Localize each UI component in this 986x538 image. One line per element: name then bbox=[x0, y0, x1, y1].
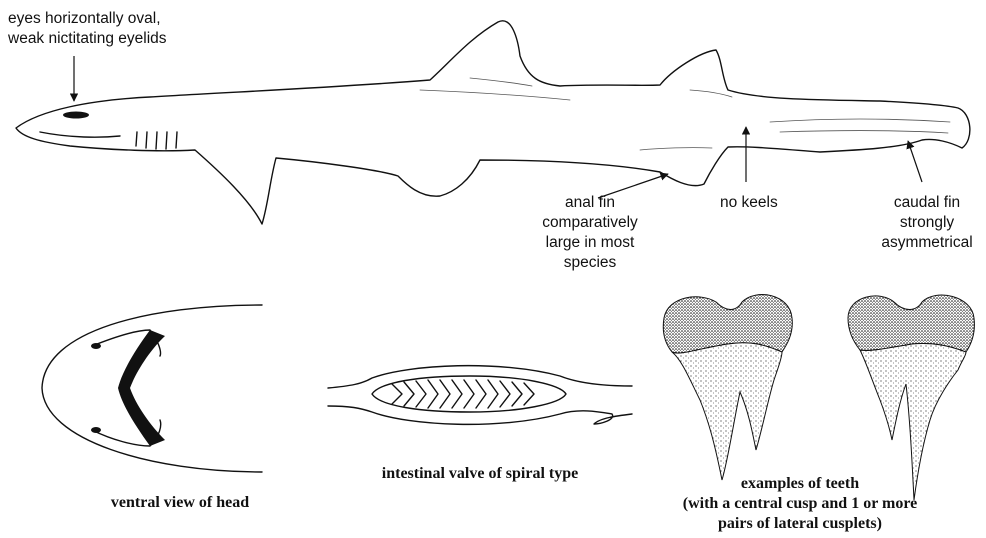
anal-fin-detail bbox=[640, 148, 712, 150]
eye-shape bbox=[63, 112, 89, 119]
eyes-annotation-line-1: eyes horizontally oval, bbox=[8, 9, 167, 29]
teeth-caption-line-2: (with a central cusp and 1 or more bbox=[620, 494, 980, 514]
no-keels-annotation: no keels bbox=[720, 193, 778, 213]
tooth-right-crown bbox=[848, 295, 974, 352]
teeth-caption: examples of teeth (with a central cusp a… bbox=[620, 474, 980, 534]
tooth-left bbox=[663, 295, 792, 480]
tooth-right bbox=[848, 295, 974, 500]
teeth-caption-line-3: pairs of lateral cusplets) bbox=[620, 514, 980, 534]
caudal-fin-annotation-line-3: asymmetrical bbox=[872, 233, 982, 253]
gill-slits bbox=[136, 132, 177, 149]
valve-outer-bottom bbox=[328, 406, 632, 424]
spiral-chevrons bbox=[392, 380, 534, 408]
teeth-caption-line-1: examples of teeth bbox=[620, 474, 980, 494]
shark-lateral-view bbox=[16, 21, 970, 224]
anal-fin-annotation-line-3: large in most bbox=[520, 233, 660, 253]
caudal-detail-line bbox=[770, 119, 950, 122]
ventral-head-view bbox=[42, 305, 262, 472]
lateral-line bbox=[420, 90, 570, 100]
anal-fin-annotation-line-1: anal fin bbox=[520, 193, 660, 213]
shark-body-outline bbox=[16, 21, 970, 224]
eyes-annotation: eyes horizontally oval, weak nictitating… bbox=[8, 9, 167, 49]
mouth-line bbox=[40, 132, 120, 137]
head-outline bbox=[42, 305, 262, 472]
caudal-fin-annotation: caudal fin strongly asymmetrical bbox=[872, 193, 982, 253]
anal-fin-annotation-line-2: comparatively bbox=[520, 213, 660, 233]
intestinal-valve-caption: intestinal valve of spiral type bbox=[340, 464, 620, 484]
caudal-fin-annotation-line-1: caudal fin bbox=[872, 193, 982, 213]
second-dorsal-detail bbox=[690, 90, 732, 97]
right-nostril bbox=[91, 427, 101, 433]
intestinal-valve bbox=[328, 366, 632, 425]
anal-fin-annotation: anal fin comparatively large in most spe… bbox=[520, 193, 660, 273]
eyes-annotation-line-2: weak nictitating eyelids bbox=[8, 29, 167, 49]
left-nostril bbox=[91, 343, 101, 349]
ventral-head-caption: ventral view of head bbox=[70, 493, 290, 513]
first-dorsal-detail bbox=[470, 78, 532, 86]
caudal-fin-annotation-line-2: strongly bbox=[872, 213, 982, 233]
caudal-detail-line-2 bbox=[780, 131, 948, 133]
tooth-left-root bbox=[672, 343, 782, 480]
mouth-cartilage bbox=[118, 330, 165, 446]
anal-fin-annotation-line-4: species bbox=[520, 253, 660, 273]
caudal-fin-arrow bbox=[908, 141, 922, 182]
